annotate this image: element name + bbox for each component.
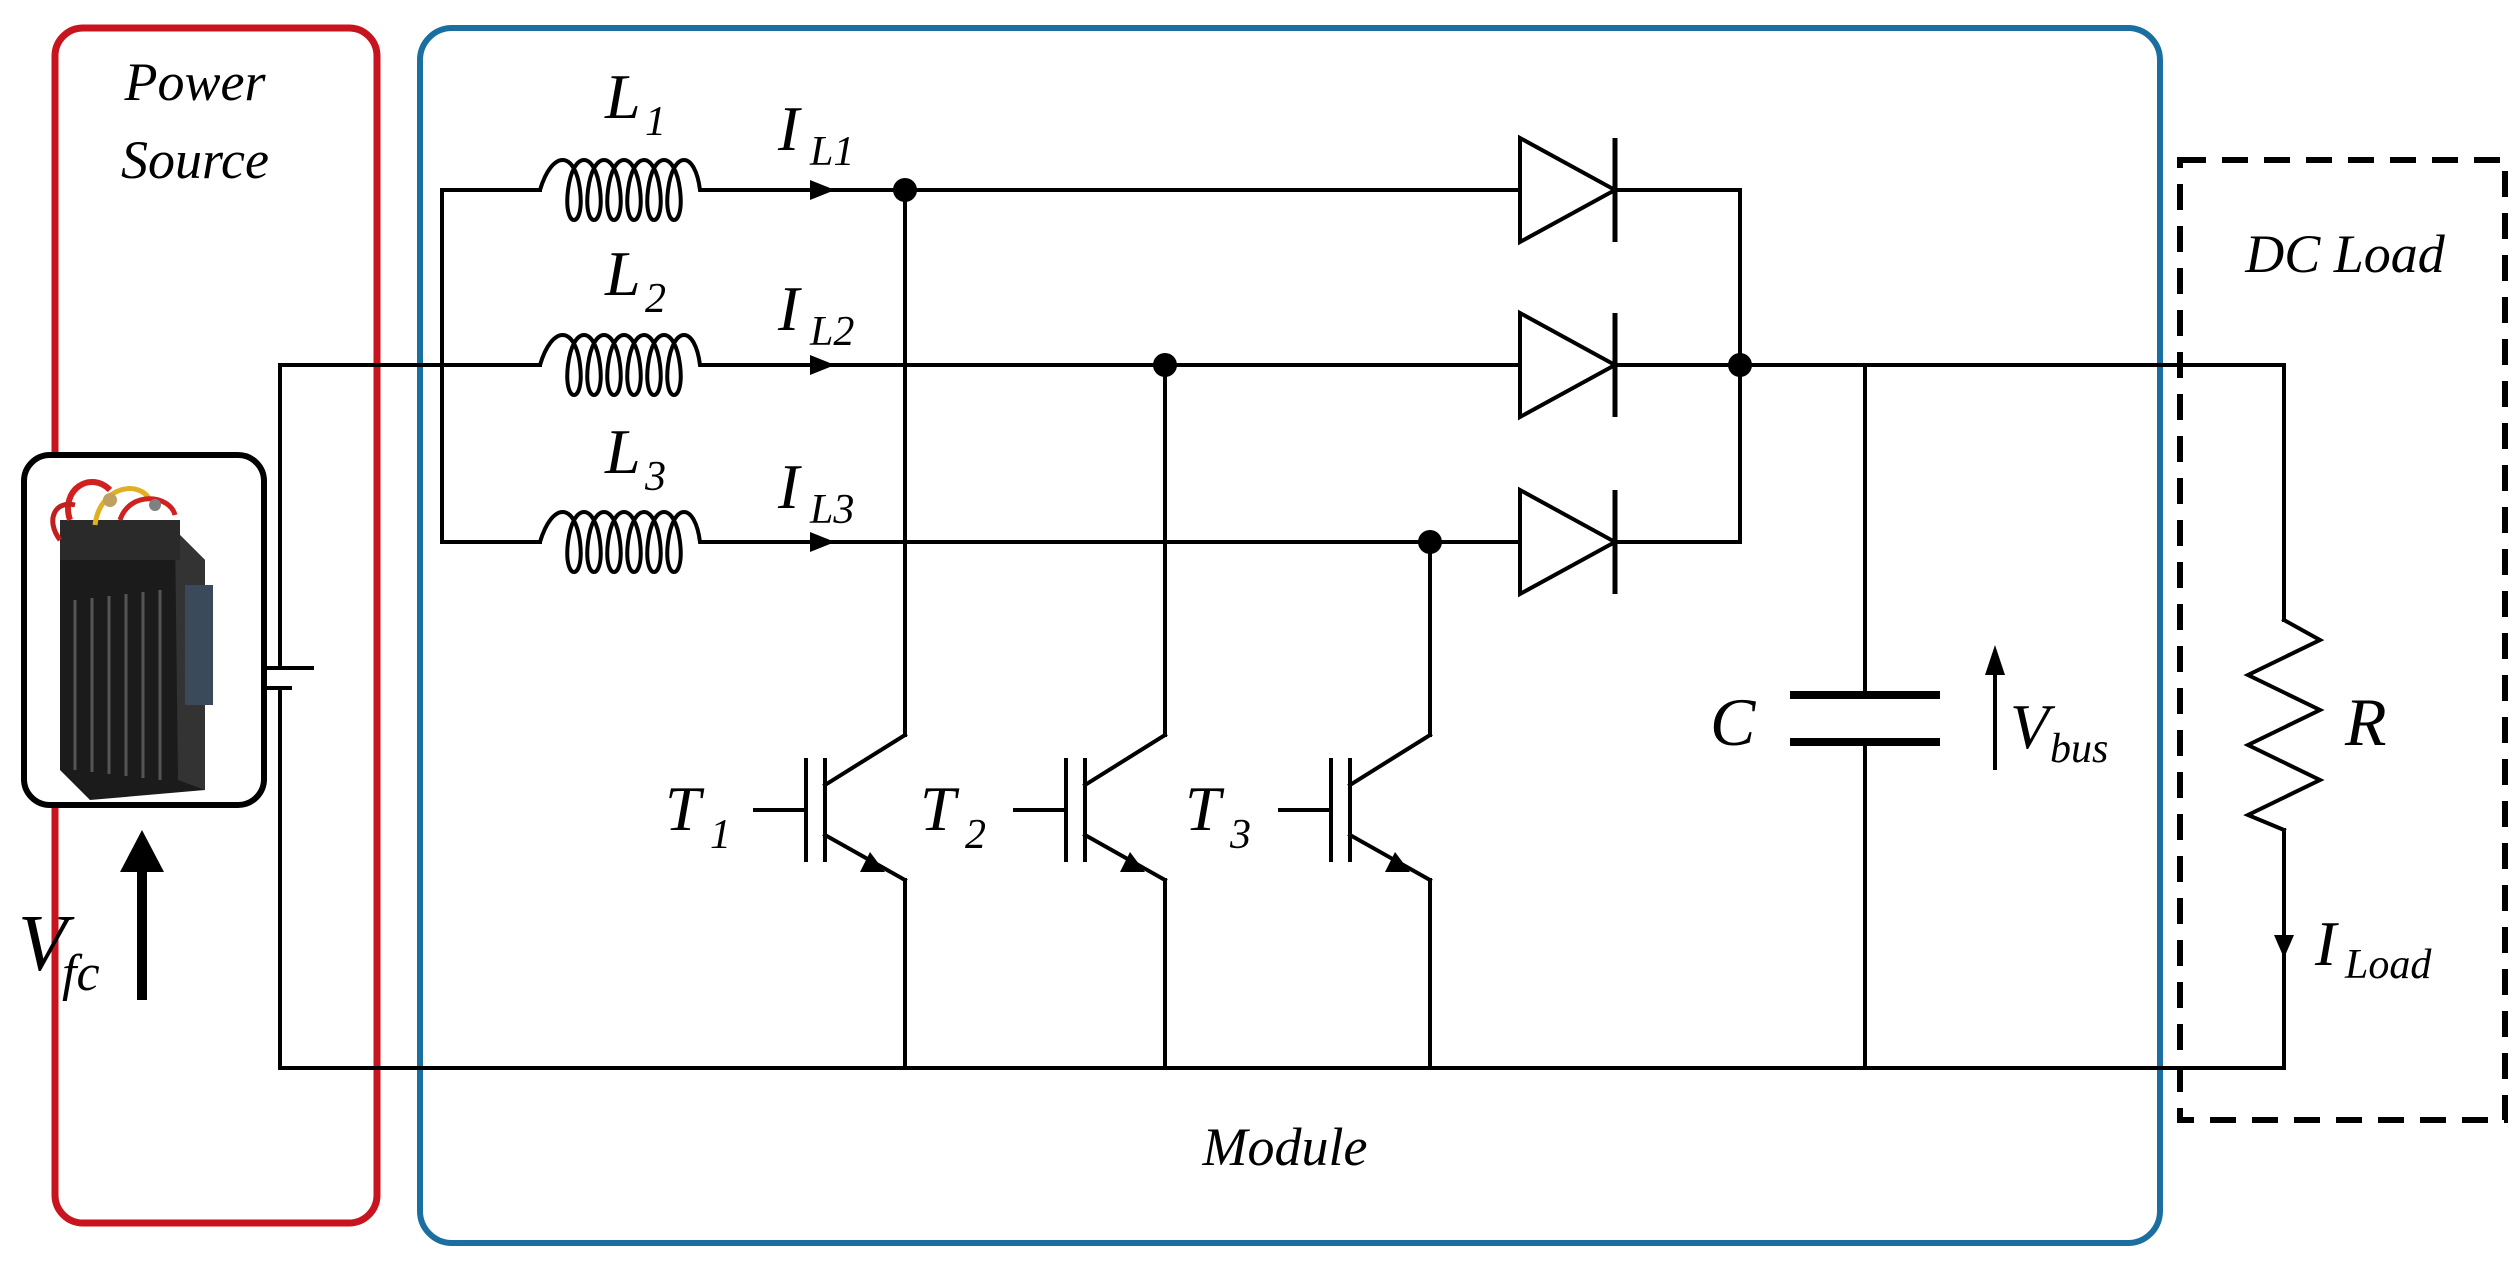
diode-3 [1518, 486, 1620, 598]
fuel-cell-icon [21, 452, 267, 808]
iload-arrow [2274, 935, 2294, 958]
T3-label: T [1185, 773, 1225, 844]
capacitor-C [1790, 363, 1940, 1070]
T2-subscript: 2 [965, 812, 986, 858]
IL3-subscript: L3 [809, 487, 854, 533]
iload-label: I [2314, 908, 2339, 979]
diode-1 [1518, 134, 1620, 246]
L3-subscript: 3 [644, 454, 666, 500]
power-source-label-1: Power [124, 52, 267, 112]
T3-subscript: 3 [1229, 812, 1251, 858]
wire-source-top [278, 363, 542, 670]
IL2-subscript: L2 [809, 309, 854, 355]
inductor-L1 [538, 158, 730, 222]
IL3-arrow [810, 532, 835, 552]
T1-subscript: 1 [710, 812, 731, 858]
vbus-arrowhead [1985, 645, 2005, 675]
L3-label: L [604, 416, 641, 487]
vbus-label: V [2010, 691, 2056, 762]
dc-load-label: DC Load [2244, 224, 2446, 284]
transistor-T2 [1013, 363, 1168, 1070]
inductor-L2 [538, 333, 730, 397]
transistor-T1 [753, 188, 908, 1070]
IL1-arrow [810, 180, 835, 200]
IL1-label: I [777, 93, 802, 164]
module-label: Module [1202, 1117, 1368, 1177]
IL1-subscript: L1 [809, 129, 854, 175]
L1-subscript: 1 [645, 99, 666, 145]
IL2-arrow [810, 355, 835, 375]
power-source-label-2: Source [121, 130, 269, 190]
L2-subscript: 2 [645, 276, 666, 322]
module-box [417, 25, 2163, 1246]
IL2-label: I [777, 273, 802, 344]
wire-inductor-feed [440, 188, 542, 544]
junction-output [1728, 353, 1752, 377]
T1-label: T [665, 773, 705, 844]
iload-subscript: Load [2344, 942, 2432, 988]
R-label: R [2344, 684, 2387, 760]
vfc-arrowhead [120, 830, 164, 872]
vbus-subscript: bus [2050, 726, 2108, 772]
wire-source-bottom [278, 686, 2286, 1070]
IL3-label: I [777, 451, 802, 522]
transistor-T3 [1278, 540, 1433, 1070]
L2-label: L [604, 238, 641, 309]
resistor-R [2243, 363, 2325, 1070]
inductor-L3 [538, 510, 730, 574]
T2-label: T [920, 773, 960, 844]
vfc-subscript: fc [62, 945, 100, 1002]
vfc-label: V [18, 900, 75, 988]
dc-load-box [2177, 157, 2508, 1123]
C-label: C [1710, 684, 1756, 760]
L1-label: L [604, 61, 641, 132]
diode-2 [1518, 309, 1620, 421]
